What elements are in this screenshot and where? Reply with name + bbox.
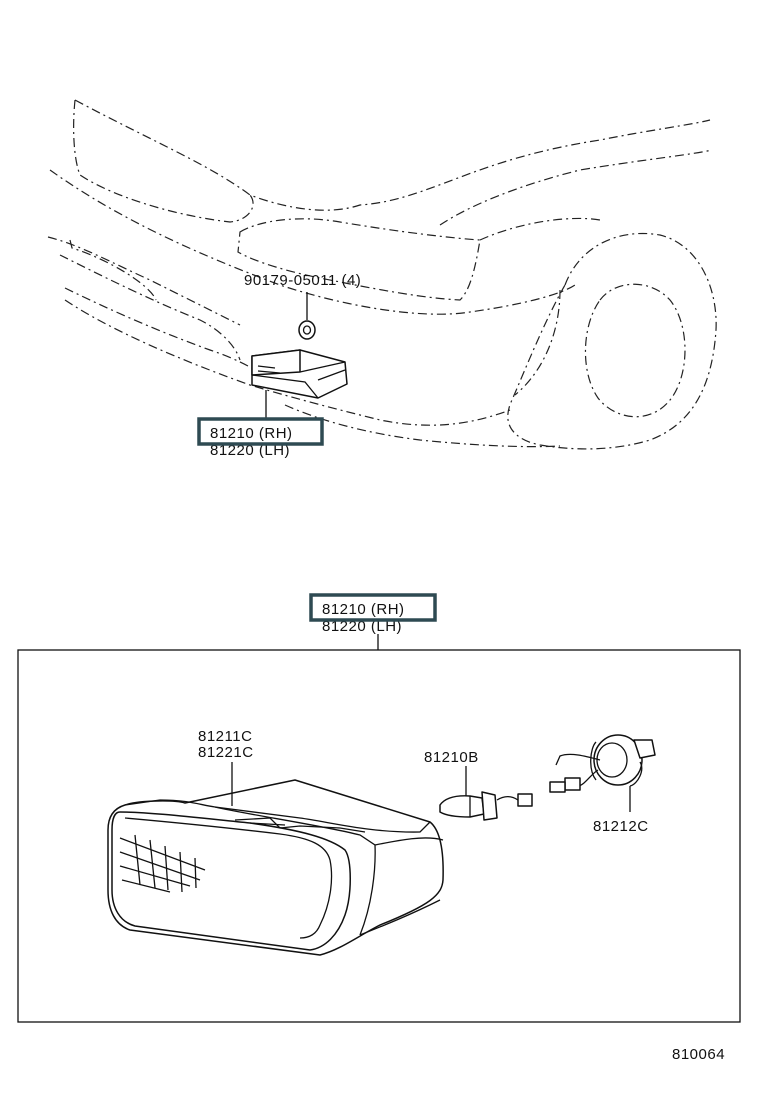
highlight-box-assy <box>309 593 437 622</box>
lamp-rh-label-top[interactable]: 81210 (RH) <box>210 425 293 442</box>
car-body-outline <box>47 99 717 450</box>
lamp-rh-label-assy[interactable]: 81210 (RH) <box>322 601 405 618</box>
lamp-housing-icon <box>107 779 444 956</box>
lamp-lh-label-assy[interactable]: 81220 (LH) <box>322 618 402 635</box>
highlight-box-top <box>197 417 324 446</box>
socket-icon <box>549 734 656 793</box>
diagram-id: 810064 <box>672 1046 725 1063</box>
lens-part-number-1[interactable]: 81211C <box>198 728 252 745</box>
bulb-icon <box>439 791 533 821</box>
assembly-frame <box>17 649 741 1023</box>
bulb-part-number[interactable]: 81210B <box>424 749 479 766</box>
socket-part-number[interactable]: 81212C <box>593 818 649 835</box>
clip-nut-icon <box>298 320 316 340</box>
clip-part-number[interactable]: 90179-05011 (4) <box>244 272 361 289</box>
lens-part-number-2[interactable]: 81221C <box>198 744 254 761</box>
turn-lamp-small-icon <box>251 349 348 399</box>
lamp-lh-label-top[interactable]: 81220 (LH) <box>210 442 290 459</box>
